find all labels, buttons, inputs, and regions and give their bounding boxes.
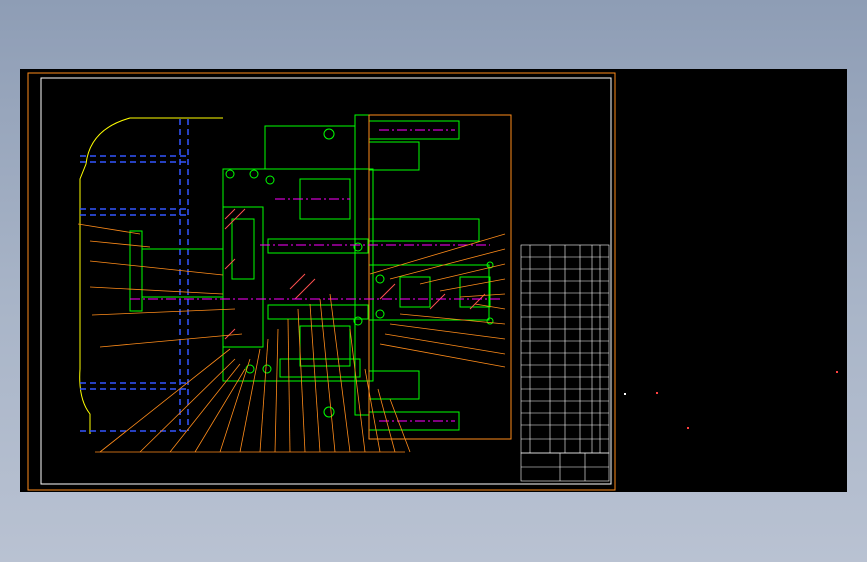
leader-lines-left bbox=[77, 223, 243, 348]
sheet-inner-frame bbox=[40, 77, 612, 485]
cad-viewport[interactable] bbox=[20, 69, 847, 492]
cad-drawing-sheet bbox=[27, 72, 838, 491]
center-lines bbox=[130, 129, 500, 422]
leader-lines-right bbox=[369, 233, 506, 368]
section-hatching bbox=[224, 208, 486, 340]
cover-outline bbox=[368, 114, 512, 440]
stray-marks bbox=[624, 371, 838, 429]
leader-lines-bottom bbox=[95, 293, 411, 453]
hidden-lines bbox=[80, 119, 189, 432]
parts-list-table bbox=[520, 244, 610, 482]
sheet-outer-frame bbox=[27, 72, 616, 491]
housing-outline bbox=[79, 117, 223, 434]
